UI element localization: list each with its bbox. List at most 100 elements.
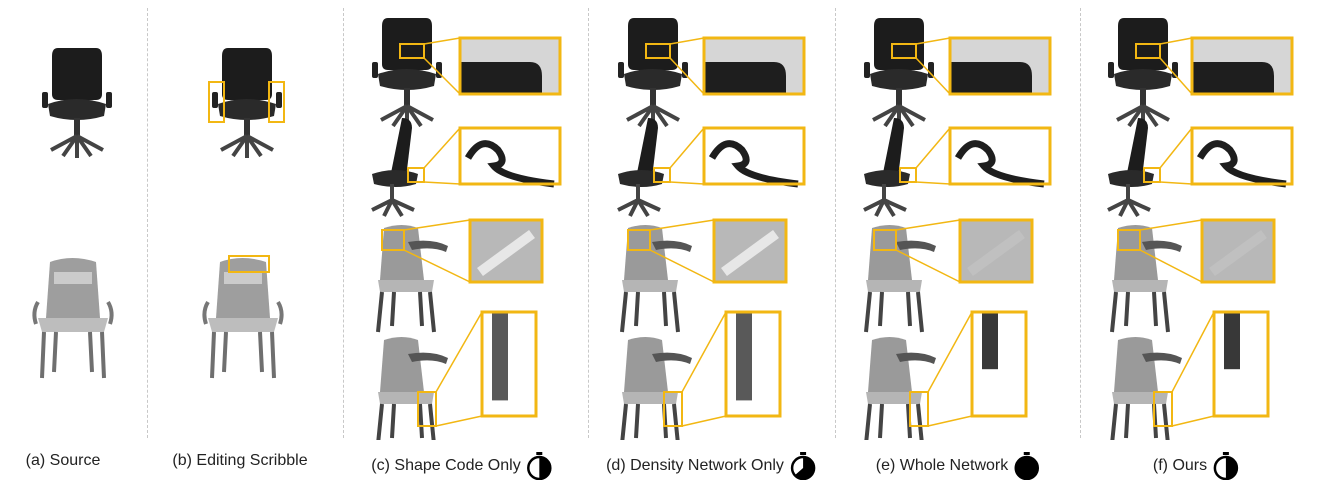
zoom-box (1212, 310, 1270, 418)
figure-panels (32, 16, 1294, 440)
zoom-box (1190, 36, 1294, 96)
zoom-crop (1202, 220, 1274, 282)
zoom-crop (726, 312, 780, 416)
zoom-box (948, 36, 1052, 96)
leader-line (915, 37, 951, 45)
leader-line (915, 57, 951, 95)
scribble-box (268, 81, 285, 123)
scribble-box (208, 81, 225, 123)
source-region-box (663, 391, 683, 427)
source-region-box (909, 391, 929, 427)
source-region-box (1135, 43, 1161, 59)
caption-source: (a) Source (25, 452, 101, 469)
zoom-detail (967, 229, 1025, 277)
source-region-box (381, 229, 405, 251)
leader-line (423, 127, 461, 169)
column-divider (147, 8, 148, 438)
zoom-box (458, 36, 562, 96)
leader-line (649, 249, 715, 283)
zoom-detail (464, 140, 555, 188)
caption-density-network-only: (d) Density Network Only (606, 452, 816, 480)
timer-icon (790, 452, 816, 480)
zoom-crop (482, 312, 536, 416)
zoom-detail (954, 140, 1045, 188)
zoom-detail (950, 62, 1032, 94)
zoom-box (958, 218, 1034, 284)
leader-line (895, 219, 961, 231)
leader-line (423, 57, 461, 95)
zoom-detail (1196, 140, 1287, 188)
timer-icon (527, 452, 552, 480)
source-region-box (1153, 391, 1173, 427)
leader-line (435, 311, 483, 393)
zoom-detail (721, 229, 779, 277)
leader-line (681, 415, 727, 427)
caption-whole-network: (e) Whole Network (876, 452, 1040, 480)
leader-line (1171, 311, 1215, 393)
source-region-box (399, 43, 425, 59)
zoom-box (480, 310, 538, 418)
zoom-box (1200, 218, 1276, 284)
zoom-crop (1214, 312, 1268, 416)
source-region-box (1143, 167, 1161, 183)
zoom-detail (1209, 229, 1267, 277)
leader-line (669, 57, 705, 95)
zoom-box (970, 310, 1028, 418)
column-divider (1080, 8, 1081, 438)
source-region-box (417, 391, 437, 427)
zoom-crop (972, 312, 1026, 416)
column-divider (343, 8, 344, 438)
leader-line (915, 181, 951, 185)
source-region-box (407, 167, 425, 183)
caption-ours: (f) Ours (1153, 452, 1239, 480)
zoom-box (468, 218, 544, 284)
timer-icon (1213, 452, 1239, 480)
zoom-box (712, 218, 788, 284)
column-divider (588, 8, 589, 438)
source-region-box (653, 167, 671, 183)
zoom-detail (460, 62, 542, 94)
timer-icon (1014, 452, 1040, 480)
zoom-detail (1192, 62, 1274, 94)
zoom-detail (492, 312, 508, 401)
source-region-box (1117, 229, 1141, 251)
leader-line (669, 127, 705, 169)
source-region-box (899, 167, 917, 183)
zoom-callouts (381, 36, 1294, 427)
source-office-chair (40, 46, 114, 160)
leader-line (927, 415, 973, 427)
leader-line (1159, 57, 1193, 95)
zoom-box (948, 126, 1052, 186)
zoom-detail (1224, 312, 1240, 370)
scribble-office-chair (210, 46, 284, 160)
leader-line (435, 415, 483, 427)
leader-line (1139, 249, 1203, 283)
caption-shape-code-only: (c) Shape Code Only (371, 452, 552, 480)
zoom-box (724, 310, 782, 418)
leader-line (1171, 415, 1215, 427)
source-region-box (645, 43, 671, 59)
leader-line (1159, 181, 1193, 185)
leader-line (915, 127, 951, 169)
leader-line (681, 311, 727, 393)
source-region-box (873, 229, 897, 251)
zoom-detail (736, 312, 752, 401)
column-divider (835, 8, 836, 438)
leader-line (669, 181, 705, 185)
leader-line (403, 219, 471, 231)
zoom-box (458, 126, 562, 186)
leader-line (1159, 37, 1193, 45)
leader-line (403, 249, 471, 283)
leader-line (423, 37, 461, 45)
zoom-detail (708, 140, 799, 188)
zoom-box (1190, 126, 1294, 186)
leader-line (1159, 127, 1193, 169)
source-region-box (627, 229, 651, 251)
source-region-box (891, 43, 917, 59)
leader-line (669, 37, 705, 45)
source-wood-chair (32, 256, 114, 380)
scribble-box (228, 255, 270, 273)
leader-line (649, 219, 715, 231)
leader-line (1139, 219, 1203, 231)
leader-line (423, 181, 461, 185)
